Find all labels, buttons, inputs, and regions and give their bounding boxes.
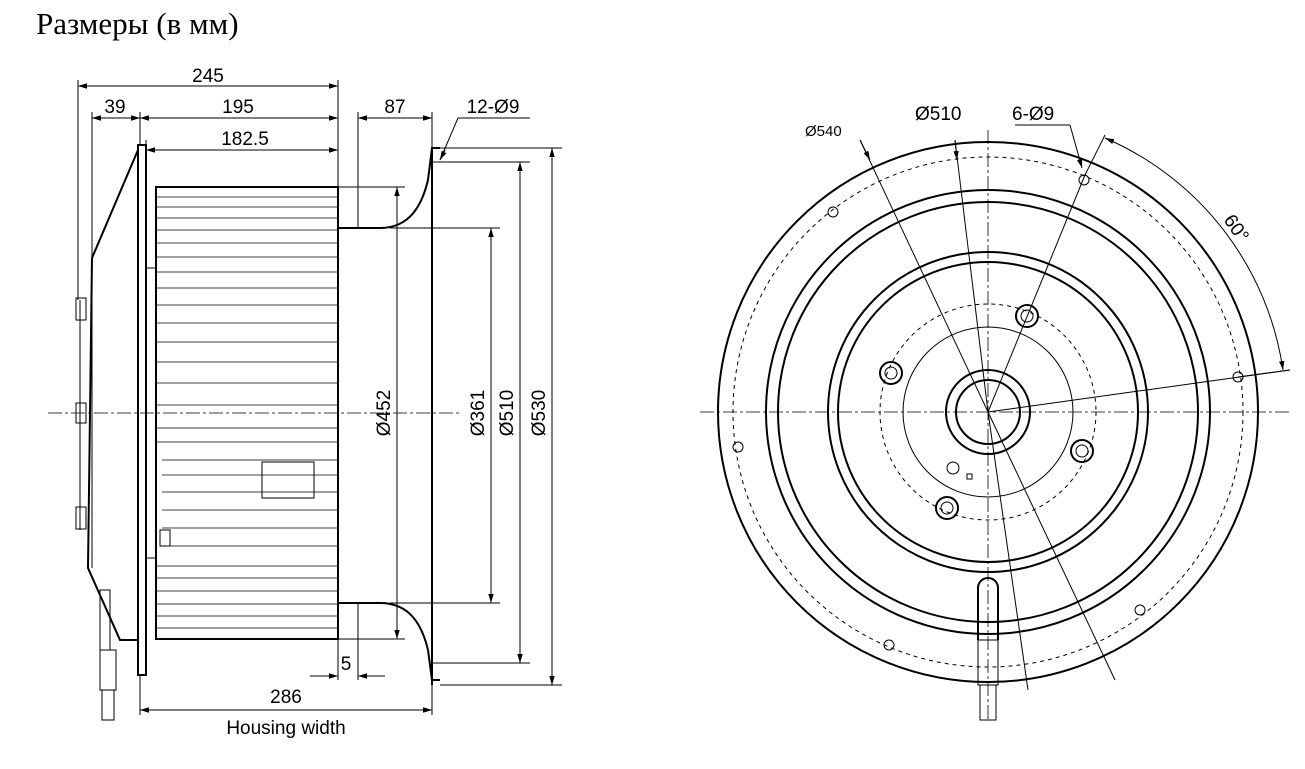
shaft-hub-inner [955,379,1021,445]
motor-housing [86,149,139,641]
dim-39: 39 [104,97,125,118]
dim-dia-510-front: Ø510 [915,104,961,125]
flange-holes [732,174,1244,651]
dim-5: 5 [341,654,352,675]
hub-plate-circle [902,326,1074,498]
cable-exit [977,577,999,721]
dim-dia-540: Ø540 [805,123,842,140]
rotor-circle [827,251,1149,573]
angle-60: 60° [1219,211,1253,247]
dim-12-holes: 12-Ø9 [467,97,520,118]
shaft-hub-outer [945,369,1031,455]
dim-dia-530: Ø530 [529,390,550,436]
inlet-ring-inner [777,201,1199,623]
outer-flange-circle [717,141,1259,683]
dim-dia-452: Ø452 [374,390,395,436]
housing-width-label: Housing width [226,718,345,739]
inlet-bottom [338,602,440,681]
impeller [155,186,339,640]
dim-286: 286 [270,687,302,708]
backplate [137,144,147,676]
inlet-top [338,147,440,229]
inlet-ring-outer [765,189,1211,635]
dim-dia-361: Ø361 [468,390,489,436]
motor-bolt-circle [879,303,1097,521]
motor-bolts [879,304,1094,520]
front-view: 60° Ø540 Ø510 6-Ø9 [700,104,1291,721]
dim-195: 195 [222,97,254,118]
page-title: Размеры (в мм) [36,6,239,41]
dim-6-holes: 6-Ø9 [1012,104,1054,125]
impeller-blades [156,196,338,629]
dim-87: 87 [384,97,405,118]
bolt-circle-540 [732,156,1244,668]
dim-182-5: 182.5 [221,129,269,150]
side-view: 245 39 195 182.5 87 12-Ø9 5 286 Housing … [48,66,562,739]
rotor-inner-circle [837,261,1139,563]
angle-arc [1104,137,1285,371]
dim-245: 245 [192,66,224,87]
dim-dia-510-side: Ø510 [497,390,518,436]
